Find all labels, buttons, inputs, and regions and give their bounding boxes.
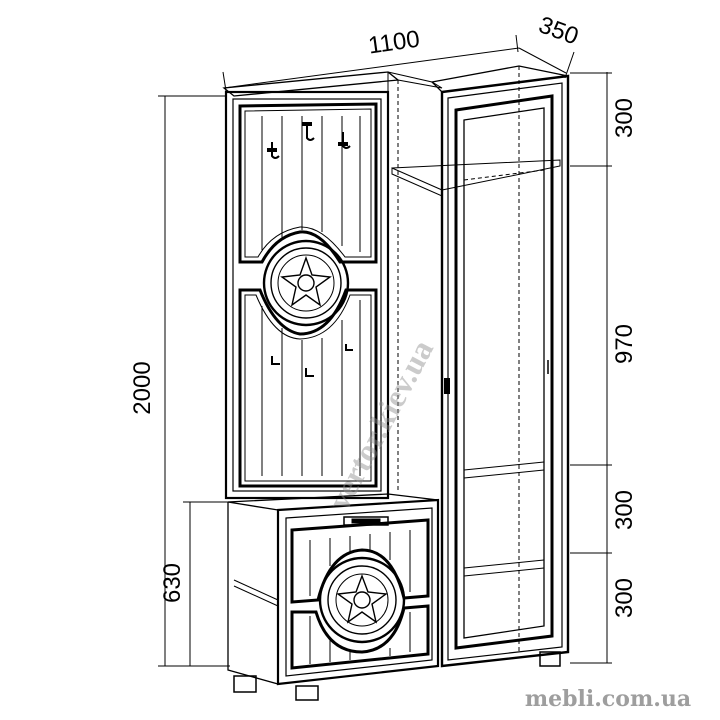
bench-cabinet (227, 493, 440, 701)
door-handle (444, 378, 450, 394)
height-label: 2000 (129, 361, 156, 414)
coat-hooks (271, 124, 353, 377)
middle-open-shelves (387, 71, 561, 498)
bench-height-label: 630 (159, 563, 186, 603)
brand-text: mebli.com.ua (525, 686, 691, 712)
dimension-lines (158, 34, 612, 667)
watermark-text: vertor.kiev.ua (320, 334, 440, 516)
section-label-1: 300 (611, 98, 638, 138)
hook-plates (267, 122, 348, 152)
section-label-3: 300 (611, 490, 638, 530)
section-label-2: 970 (611, 324, 638, 364)
depth-label: 350 (535, 11, 582, 50)
section-label-4: 300 (611, 578, 638, 618)
right-wardrobe-door (430, 65, 570, 668)
width-label: 1100 (367, 26, 422, 60)
